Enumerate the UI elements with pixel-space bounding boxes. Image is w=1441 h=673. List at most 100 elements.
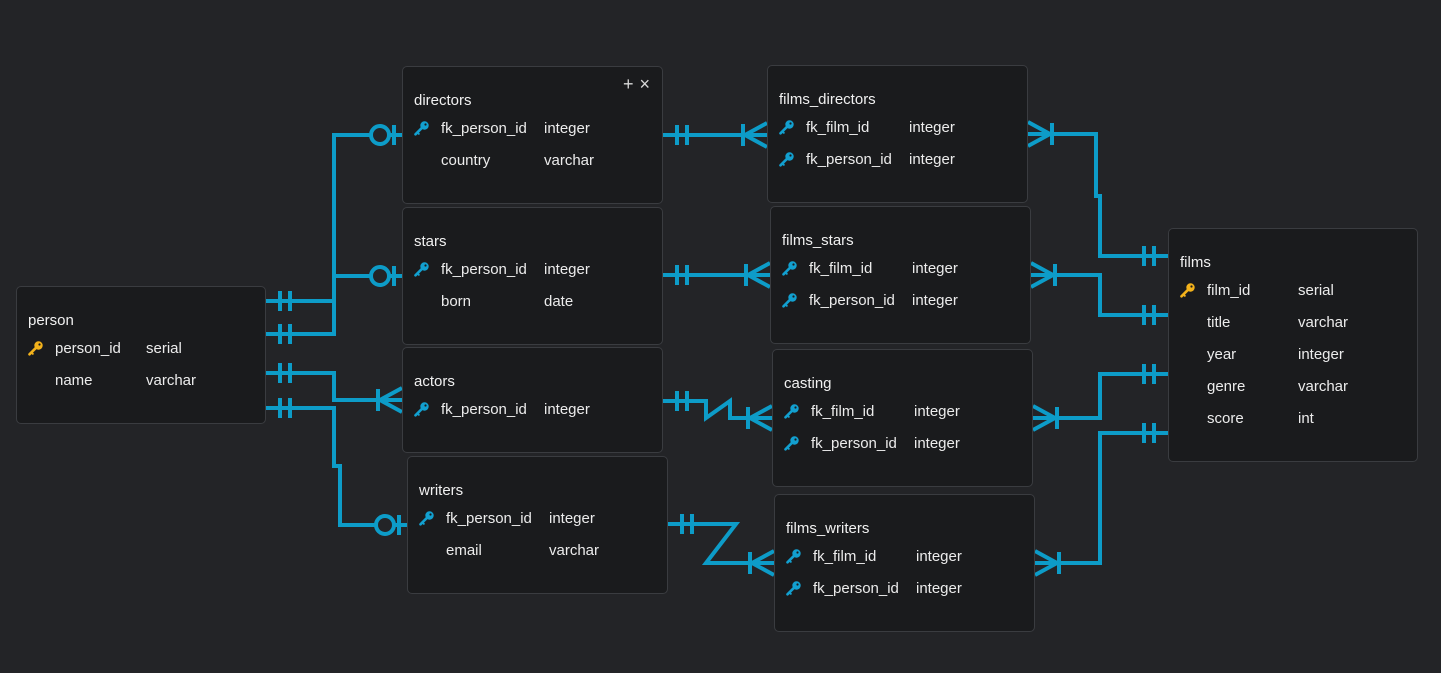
column-name: fk_person_id — [809, 291, 895, 309]
table-title: person — [28, 312, 74, 329]
relationship-films-to-films-directors[interactable] — [1027, 120, 1168, 266]
foreign-key-icon — [784, 435, 811, 451]
table-title: films_stars — [782, 232, 854, 249]
column-row[interactable]: fk_film_id integer — [779, 111, 1027, 143]
column-name: fk_film_id — [809, 259, 873, 277]
table-actions: +× — [623, 75, 650, 93]
column-type: date — [544, 292, 574, 310]
column-type: varchar — [544, 151, 595, 169]
relationship-person-to-actors[interactable] — [266, 363, 403, 414]
foreign-key-icon — [779, 119, 806, 135]
column-type: serial — [1298, 281, 1334, 299]
relationship-actors-to-casting[interactable] — [663, 391, 773, 432]
column-type: integer — [914, 402, 960, 420]
column-name: score — [1207, 409, 1244, 427]
key-spacer — [1180, 314, 1207, 330]
relationship-person-to-writers[interactable] — [266, 398, 407, 536]
column-type: integer — [544, 119, 590, 137]
column-name: fk_person_id — [446, 509, 532, 527]
key-spacer — [1180, 378, 1207, 394]
key-spacer — [1180, 410, 1207, 426]
column-row[interactable]: year integer — [1180, 338, 1417, 370]
column-row[interactable]: name varchar — [28, 364, 265, 396]
column-name: fk_person_id — [441, 260, 527, 278]
foreign-key-icon — [784, 403, 811, 419]
relationship-stars-to-films-stars[interactable] — [663, 261, 771, 289]
foreign-key-icon — [782, 292, 809, 308]
column-type: integer — [544, 400, 590, 418]
relationship-films-to-films-stars[interactable] — [1030, 261, 1168, 325]
column-type: integer — [1298, 345, 1344, 363]
table-title: films_directors — [779, 91, 876, 108]
relationship-films-to-casting[interactable] — [1032, 364, 1168, 432]
column-row[interactable]: fk_person_id integer — [414, 253, 662, 285]
column-row[interactable]: fk_person_id integer — [414, 393, 662, 425]
column-type: integer — [916, 579, 962, 597]
foreign-key-icon — [419, 510, 446, 526]
column-type: integer — [544, 260, 590, 278]
column-type: integer — [916, 547, 962, 565]
column-name: fk_person_id — [441, 119, 527, 137]
relationship-person-to-directors[interactable] — [266, 124, 402, 311]
column-name: title — [1207, 313, 1231, 331]
key-spacer — [28, 372, 55, 388]
relationship-films-to-films-writers[interactable] — [1034, 423, 1168, 577]
column-name: email — [446, 541, 482, 559]
key-spacer — [414, 152, 441, 168]
column-name: name — [55, 371, 93, 389]
column-type: integer — [909, 150, 955, 168]
column-name: fk_film_id — [811, 402, 875, 420]
add-column-button[interactable]: + — [622, 74, 634, 94]
column-name: genre — [1207, 377, 1246, 395]
primary-key-icon — [28, 340, 55, 356]
column-row[interactable]: fk_film_id integer — [784, 395, 1032, 427]
column-row[interactable]: fk_person_id integer — [782, 284, 1030, 316]
column-name: fk_person_id — [441, 400, 527, 418]
column-row[interactable]: score int — [1180, 402, 1417, 434]
column-row[interactable]: fk_person_id integer — [414, 112, 662, 144]
column-type: integer — [912, 259, 958, 277]
column-type: int — [1298, 409, 1314, 427]
column-name: fk_film_id — [806, 118, 870, 136]
close-icon[interactable]: × — [639, 74, 650, 94]
column-type: integer — [912, 291, 958, 309]
relationship-writers-to-films-writers[interactable] — [668, 514, 775, 577]
column-type: serial — [146, 339, 182, 357]
column-name: country — [441, 151, 491, 169]
relationship-person-to-stars[interactable] — [266, 265, 402, 344]
relationship-directors-to-films-directors[interactable] — [663, 121, 768, 149]
column-name: fk_person_id — [811, 434, 897, 452]
column-row[interactable]: fk_film_id integer — [782, 252, 1030, 284]
column-row[interactable]: country varchar — [414, 144, 662, 176]
column-type: varchar — [146, 371, 197, 389]
column-name: year — [1207, 345, 1237, 363]
column-type: integer — [909, 118, 955, 136]
foreign-key-icon — [786, 548, 813, 564]
